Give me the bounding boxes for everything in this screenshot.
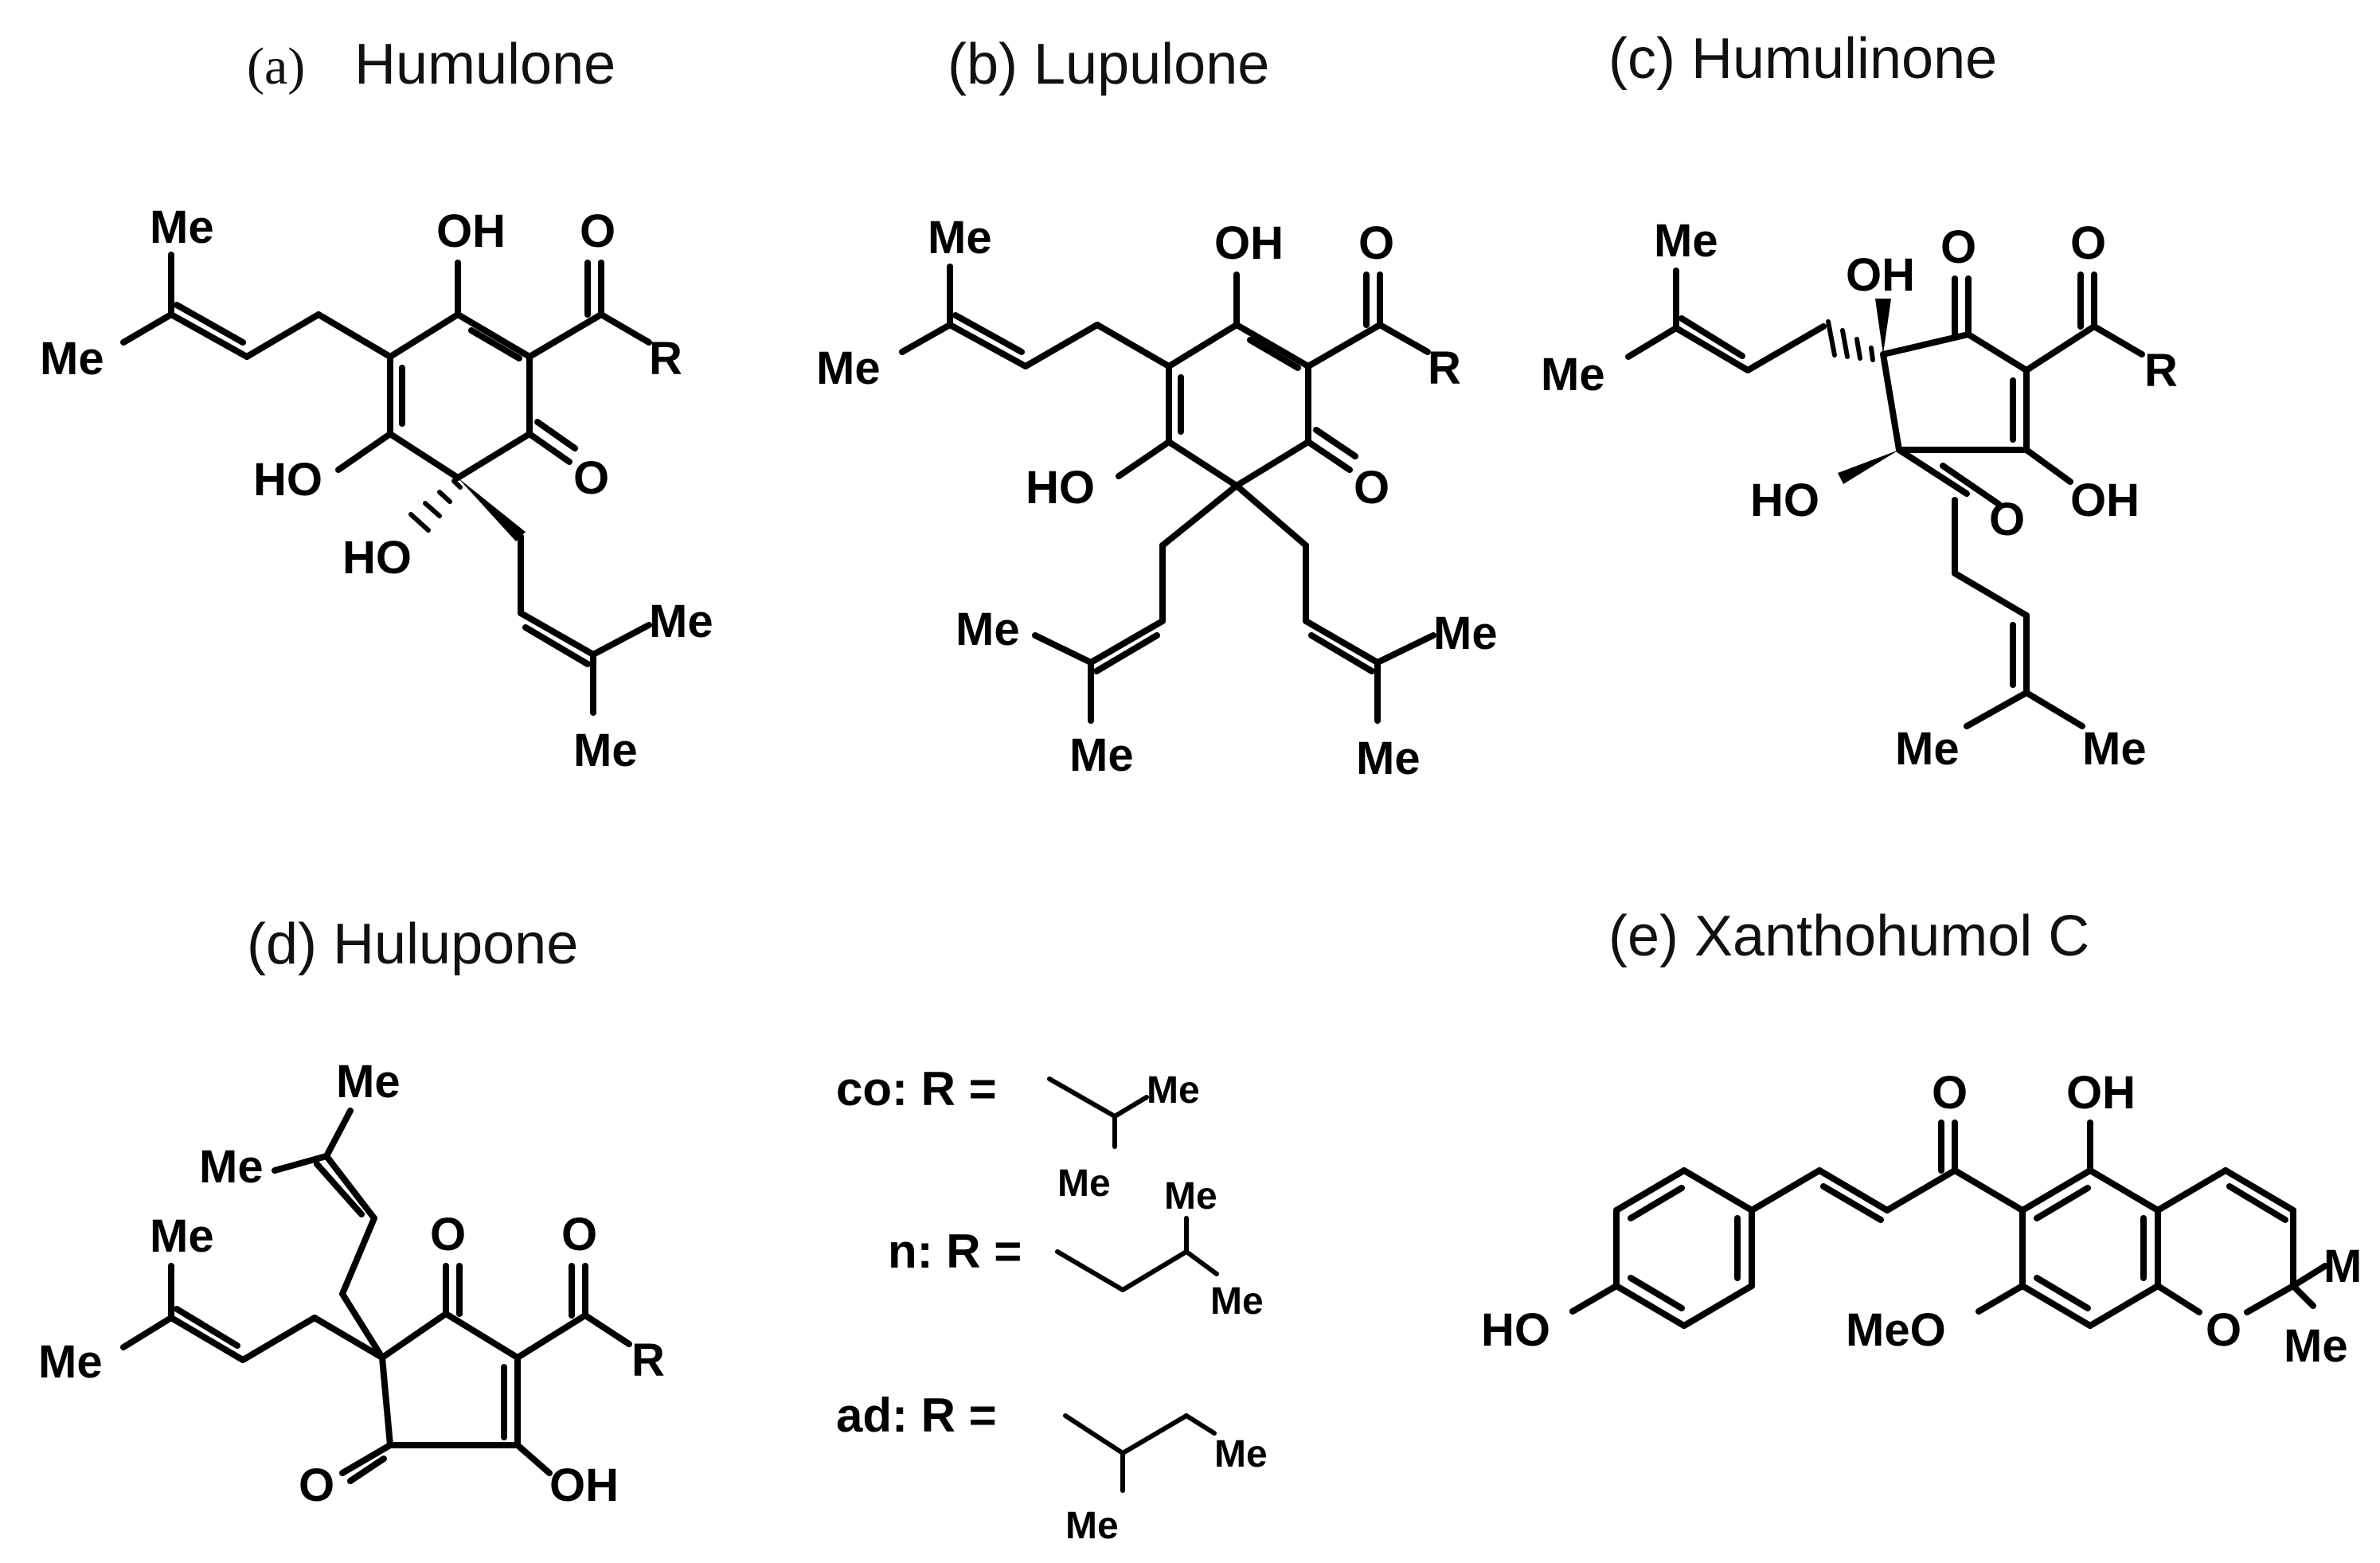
atom-me: Me: [336, 1056, 401, 1108]
atom-o: O: [1989, 494, 2025, 545]
atom-o: O: [1358, 217, 1394, 269]
r-group-n-structure: Me Me: [1055, 1175, 1264, 1323]
atom-ho: HO: [1750, 475, 1819, 526]
atom-me: Me: [150, 201, 214, 253]
structure-hulupone: O O R OH O Me Me Me Me: [38, 1056, 665, 1511]
atom-me: Me: [2284, 1320, 2348, 1372]
atom-me: Me: [1164, 1175, 1217, 1217]
r-group-n-label: n: R =: [888, 1225, 1022, 1278]
atom-r: R: [649, 333, 682, 385]
atom-oh: OH: [1214, 217, 1284, 269]
structure-lupulone: O OH O R HO Me Me Me Me: [816, 212, 1498, 784]
wedge-bond: [1838, 450, 1899, 484]
atom-me: Me: [1654, 215, 1718, 267]
atom-ho: HO: [1481, 1304, 1550, 1356]
atom-r: R: [1428, 342, 1461, 394]
atom-o: O: [2206, 1304, 2241, 1356]
atom-o: O: [299, 1459, 334, 1511]
hashed-bond: [408, 479, 463, 533]
atom-me: Me: [1210, 1280, 1264, 1323]
atom-o: O: [573, 452, 609, 504]
caption-c: (c) Humulinone: [1608, 27, 1997, 91]
hashed-bond: [1826, 319, 1875, 362]
atom-meo: MeO: [1846, 1304, 1946, 1356]
structure-humulinone: O O R OH OH Me Me HO O: [1541, 215, 2178, 775]
atom-r: R: [631, 1334, 665, 1386]
caption-e: (e) Xanthohumol C: [1608, 905, 2089, 968]
atom-me: Me: [1057, 1162, 1111, 1205]
caption-a: (a) Humulone: [247, 33, 616, 96]
atom-me: Me: [199, 1141, 264, 1193]
atom-me: Me: [150, 1210, 214, 1262]
atom-me: Me: [1214, 1433, 1268, 1475]
caption-a-name: Humulone: [354, 33, 616, 96]
r-group-ad-label: ad: R =: [836, 1389, 997, 1442]
atom-me: Me: [928, 212, 992, 264]
atom-me: Me: [2082, 723, 2147, 775]
atom-me: Me: [1356, 733, 1421, 784]
atom-me: Me: [38, 1336, 103, 1388]
caption-a-letter: (a): [247, 37, 305, 96]
atom-me: Me: [649, 596, 713, 647]
r-group-co-structure: Me Me: [1047, 1069, 1200, 1205]
atom-ho: HO: [1026, 462, 1095, 514]
structure-humulone: O OH O R HO HO Me Me: [40, 201, 713, 776]
atom-ho: HO: [342, 532, 412, 584]
atom-me: Me: [40, 333, 104, 385]
atom-oh: OH: [436, 205, 506, 257]
atom-me: Me: [1069, 729, 1134, 781]
atom-oh: OH: [1846, 249, 1915, 301]
atom-me: Me: [1147, 1069, 1200, 1112]
r-group-definitions: co: R = Me Me n: R = Me Me ad: R = Me Me: [836, 1062, 1268, 1547]
atom-m: M: [2323, 1241, 2362, 1292]
atom-o: O: [1932, 1067, 1968, 1119]
r-group-ad-structure: Me Me: [1063, 1413, 1268, 1547]
atom-o: O: [580, 205, 616, 257]
atom-me: Me: [956, 604, 1020, 655]
atom-oh: OH: [2070, 475, 2140, 526]
atom-o: O: [1940, 221, 1976, 273]
atom-me: Me: [573, 725, 638, 776]
r-group-co-label: co: R =: [836, 1062, 997, 1116]
atom-o: O: [2070, 217, 2106, 269]
atom-o: O: [561, 1209, 597, 1260]
atom-o: O: [1354, 462, 1389, 514]
structure-xanthohumol-c: HO O OH MeO O M: [1481, 1067, 2362, 1372]
wedge-bond: [458, 478, 526, 541]
atom-ho: HO: [253, 454, 322, 506]
atom-r: R: [2144, 345, 2178, 397]
caption-d: (d) Hulupone: [247, 912, 578, 976]
atom-me: Me: [1433, 608, 1498, 659]
atom-oh: OH: [2066, 1067, 2136, 1119]
atom-me: Me: [1541, 349, 1605, 401]
atom-me: Me: [1895, 723, 1960, 775]
atom-me: Me: [1065, 1505, 1119, 1547]
atom-me: Me: [816, 342, 881, 394]
atom-oh: OH: [549, 1459, 619, 1511]
atom-o: O: [430, 1209, 466, 1260]
caption-b: (b) Lupulone: [948, 33, 1269, 96]
wedge-bond: [1875, 299, 1891, 354]
